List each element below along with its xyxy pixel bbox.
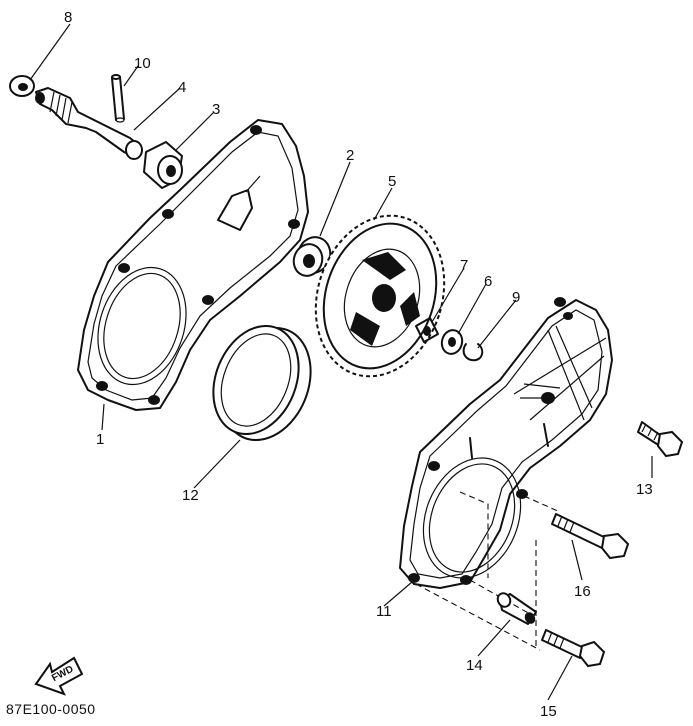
- label-part-16: 16: [574, 583, 591, 600]
- part-washer-8: [9, 75, 35, 97]
- part-clip-9: [462, 343, 484, 362]
- part-dowel-14: [496, 592, 537, 625]
- label-part-15: 15: [540, 703, 557, 720]
- label-part-13: 13: [636, 481, 653, 498]
- label-part-11: 11: [376, 603, 392, 620]
- fwd-arrow-icon: FWD: [34, 656, 84, 696]
- label-part-3: 3: [212, 101, 220, 118]
- part-cover-11: [399, 297, 613, 589]
- label-part-5: 5: [388, 173, 396, 190]
- label-part-12: 12: [182, 487, 199, 504]
- label-part-14: 14: [466, 657, 483, 674]
- part-bolt-16: [551, 513, 630, 560]
- leader-lines: [29, 23, 653, 701]
- part-seal-12: [212, 324, 312, 442]
- label-part-1: 1: [96, 431, 104, 448]
- label-part-4: 4: [178, 79, 186, 96]
- label-part-8: 8: [64, 9, 72, 26]
- label-part-7: 7: [460, 257, 468, 274]
- part-washer-7: [415, 317, 439, 343]
- part-number-labels: 8 10 4 3 2 5 7 6 9 1 12 13 16 11 14 15: [64, 9, 653, 720]
- assembly-lines: [415, 491, 561, 651]
- label-part-2: 2: [346, 147, 354, 164]
- part-gear-5: [314, 214, 446, 378]
- part-bushing-3: [143, 141, 183, 189]
- label-part-10: 10: [134, 55, 151, 72]
- drawing-code: 87E100-0050: [6, 701, 96, 717]
- part-bolt-13: [637, 421, 684, 458]
- part-cover-1: [77, 119, 309, 411]
- label-part-9: 9: [512, 289, 520, 306]
- part-washer-6: [440, 329, 464, 355]
- label-part-6: 6: [484, 273, 492, 290]
- part-shaft-4: [35, 87, 143, 160]
- part-bolt-15: [541, 629, 606, 668]
- part-spacer-2: [292, 236, 332, 277]
- part-pin-10: [111, 74, 125, 123]
